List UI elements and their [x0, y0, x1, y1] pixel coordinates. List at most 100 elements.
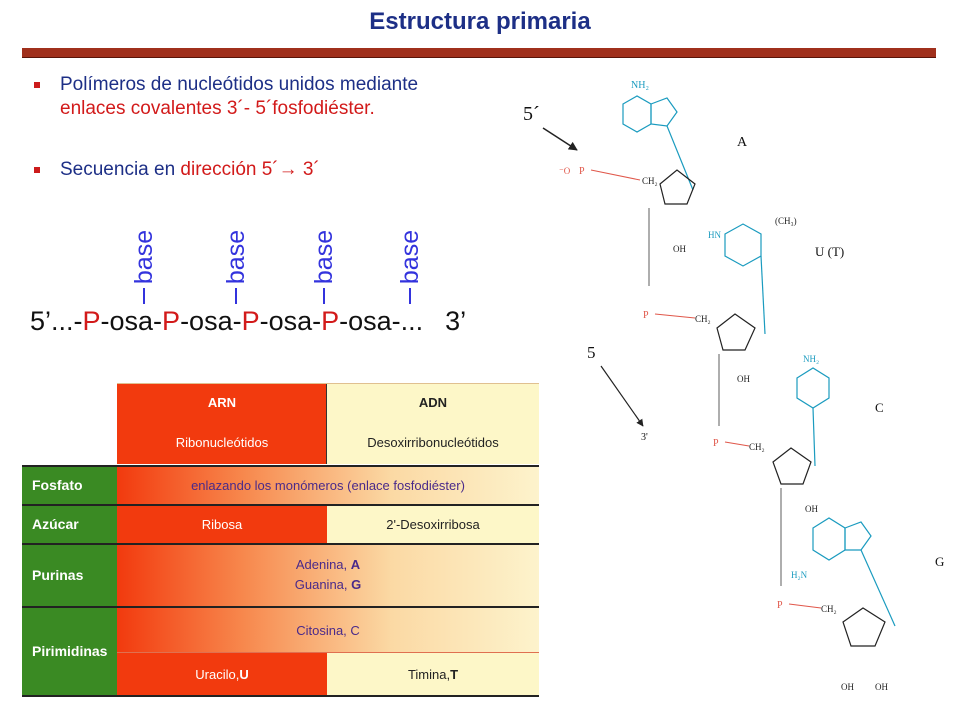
- guanina-symbol: G: [351, 577, 362, 592]
- phosphate: P: [241, 306, 260, 336]
- purine-ring: [622, 95, 652, 133]
- ch2-label: CH₂: [749, 442, 765, 452]
- row-divider: [117, 652, 539, 653]
- imidazole-ring: [844, 521, 872, 551]
- phosphate: P: [162, 306, 181, 336]
- base-label: base: [130, 229, 158, 285]
- ch2-label: CH₂: [642, 176, 658, 186]
- direction-arrow: [600, 365, 644, 427]
- glycosidic-bond: [760, 255, 766, 335]
- base-label: base: [310, 229, 338, 285]
- amine-label: NH₂: [631, 80, 649, 91]
- phosphate: P: [82, 306, 101, 336]
- sugar: -osa-: [339, 306, 401, 336]
- phosphate-label: P: [643, 310, 649, 321]
- header-arn: ARN: [117, 384, 327, 420]
- dna-strand-diagram: 5´ 5 3' NH₂ A CH₂ OH P ⁻O HN (CH₃) U (T)…: [523, 80, 944, 692]
- base-branch: base: [310, 220, 338, 306]
- five-prime-arrow: [542, 127, 578, 151]
- sugar: -osa-: [100, 306, 163, 336]
- phosphate-label: P: [579, 166, 585, 177]
- row-divider: [22, 504, 539, 506]
- base-branch: base: [396, 220, 424, 306]
- direction-highlight: dirección 5´→ 3´: [180, 159, 320, 180]
- phosphate-label: P: [713, 438, 719, 449]
- bullet-line-2: enlaces covalentes 3´- 5´fosfodiéster.: [60, 98, 375, 119]
- chain-start: 5’...-: [30, 306, 83, 336]
- oh-label: OH: [737, 374, 750, 384]
- glycosidic-bond: [812, 407, 816, 467]
- phosphate: P: [321, 306, 340, 336]
- five-prime-label: 5´: [523, 103, 540, 125]
- oh-label: OH: [673, 244, 686, 254]
- page-title: Estructura primaria: [369, 8, 591, 35]
- base-bond: [235, 288, 237, 304]
- bullet-line-1: Polímeros de nucleótidos unidos mediante: [60, 74, 419, 95]
- oh-label: OH: [805, 504, 818, 514]
- arn-nucleotides: Ribonucleótidos: [117, 420, 327, 464]
- title-divider: [22, 48, 936, 58]
- direction-prefix: Secuencia en: [60, 159, 181, 180]
- polynucleotide-chain: base base base base 5’...-P-osa-P-osa-P-…: [30, 220, 550, 350]
- column-divider: [326, 384, 327, 464]
- guanina-name: Guanina,: [294, 577, 352, 592]
- base-label-c: C: [875, 400, 884, 415]
- base-label: base: [396, 229, 424, 285]
- pyrimidine-ring: [724, 223, 762, 267]
- ch2-label: CH₂: [821, 604, 837, 614]
- phosphate-label: P: [777, 600, 783, 611]
- uracilo-symbol: U: [239, 666, 249, 682]
- citosina-value: Citosina, C: [117, 607, 539, 653]
- bullet-polymers: Polímeros de nucleótidos unidos mediante…: [34, 73, 418, 121]
- table-bottom-border: [22, 695, 539, 697]
- nucleotide-cytosine: NH₂ C CH₂ OH P: [713, 354, 884, 514]
- row-label-purinas: Purinas: [22, 544, 117, 606]
- chain-end: 3’: [445, 306, 467, 336]
- imidazole-ring: [650, 97, 678, 127]
- sugar-ring: [716, 313, 756, 351]
- base-label-u: U (T): [815, 244, 844, 259]
- phosphodiester-bond: [590, 169, 641, 181]
- base-label-a: A: [737, 135, 748, 150]
- sugar-ring: [772, 447, 812, 485]
- nucleotide-adenine: NH₂ A CH₂ OH P ⁻O: [559, 80, 748, 254]
- table-top-border: [117, 383, 539, 384]
- uracilo-value: Uracilo, U: [117, 653, 327, 695]
- purinas-value: Adenina, A Guanina, G: [117, 544, 539, 606]
- oh-label: OH: [875, 682, 888, 692]
- adenina-symbol: A: [350, 557, 361, 572]
- sugar-ring: [659, 169, 696, 205]
- adenina-name: Adenina,: [295, 557, 351, 572]
- glycosidic-bond: [666, 125, 694, 191]
- oxygen-minus-label: ⁻O: [559, 166, 571, 176]
- methyl-label: (CH₃): [775, 216, 797, 226]
- base-label-g: G: [935, 554, 944, 569]
- azucar-arn: Ribosa: [117, 505, 327, 543]
- phosphodiester-bond: [788, 603, 822, 609]
- sugar: -osa-: [259, 306, 322, 336]
- amine-label: NH₂: [803, 354, 819, 364]
- oh-label: OH: [841, 682, 854, 692]
- ch2-label: CH₂: [695, 314, 711, 324]
- sugar-ring: [842, 607, 886, 647]
- header-adn: ADN: [327, 384, 539, 420]
- row-divider: [22, 606, 539, 608]
- fosfato-value: enlazando los monómeros (enlace fosfodié…: [117, 466, 539, 504]
- azucar-adn: 2'-Desoxirribosa: [327, 505, 539, 543]
- nucleotide-guanine: H₂N G CH₂ OH OH P: [777, 517, 944, 692]
- chain-sequence: 5’...-P-osa-P-osa-P-osa-P-osa-...3’: [30, 306, 466, 337]
- chain-tail: ...: [400, 306, 424, 336]
- phosphodiester-bond: [654, 313, 696, 319]
- phosphodiester-bond: [724, 441, 750, 447]
- timina-symbol: T: [450, 666, 459, 682]
- three-prime-label: 3': [641, 432, 648, 443]
- pyrimidine-ring: [796, 367, 830, 409]
- uracilo-name: Uracilo,: [195, 666, 240, 682]
- hn-label: HN: [708, 230, 721, 240]
- purine-ring: [812, 517, 846, 561]
- h2n-label: H₂N: [791, 570, 808, 580]
- base-bond: [323, 288, 325, 304]
- sugar: -osa-: [180, 306, 242, 336]
- glycosidic-bond: [860, 549, 896, 627]
- base-branch: base: [222, 220, 250, 306]
